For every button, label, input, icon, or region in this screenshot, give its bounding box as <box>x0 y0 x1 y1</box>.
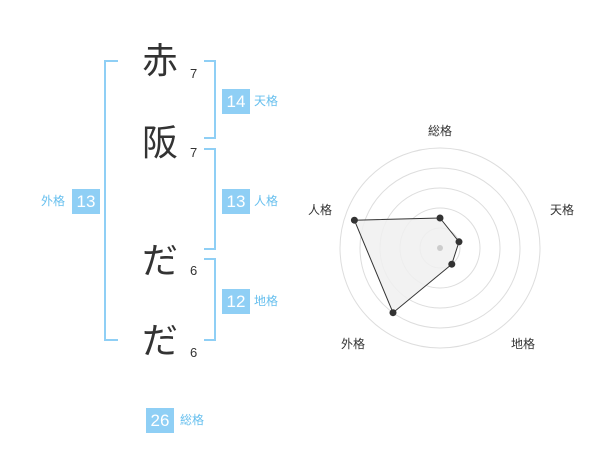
name-char-2: 阪 <box>142 123 179 164</box>
radar-center-dot <box>437 245 443 251</box>
radar-grid <box>339 147 541 349</box>
stroke-count-2: 7 <box>190 145 198 160</box>
stroke-count-4: 6 <box>190 345 198 360</box>
tenkaku-label: 天格 <box>254 94 279 108</box>
soukaku-label: 総格 <box>180 413 205 427</box>
jinkaku-bracket <box>204 148 216 250</box>
radar-axis-label-tenkaku: 天格 <box>550 203 575 217</box>
gaikaku-value: 13 <box>72 189 100 214</box>
radar-area <box>353 217 460 314</box>
radar-point-3 <box>389 309 397 317</box>
gaikaku-bracket <box>104 60 118 341</box>
radar-point-2 <box>448 260 456 268</box>
stroke-count-3: 6 <box>190 263 198 278</box>
radar-point-0 <box>436 214 444 222</box>
radar-ring <box>359 167 521 329</box>
radar-point-4 <box>350 216 358 224</box>
radar-axis-label-soukaku: 総格 <box>428 124 453 138</box>
chikaku-bracket <box>204 258 216 341</box>
stroke-count-1: 7 <box>190 66 198 81</box>
gaikaku-label: 外格 <box>41 194 66 208</box>
radar-ring <box>339 147 541 349</box>
chikaku-value: 12 <box>222 289 250 314</box>
name-char-3: だ <box>142 241 179 282</box>
jinkaku-label: 人格 <box>254 194 279 208</box>
radar-series <box>350 214 463 317</box>
radar-axis-label-chikaku: 地格 <box>511 337 536 351</box>
radar-axis-label-jinkaku: 人格 <box>308 203 333 217</box>
tenkaku-bracket <box>204 60 216 139</box>
name-char-1: 赤 <box>142 41 179 82</box>
radar-point-1 <box>455 238 463 246</box>
radar-axis-label-gaikaku: 外格 <box>341 337 366 351</box>
name-char-4: だ <box>142 321 179 362</box>
soukaku-value: 26 <box>146 408 174 433</box>
chikaku-label: 地格 <box>254 294 279 308</box>
radar-ring <box>419 227 461 269</box>
radar-ring <box>379 187 501 309</box>
tenkaku-value: 14 <box>222 89 250 114</box>
radar-ring <box>399 207 481 289</box>
jinkaku-value: 13 <box>222 189 250 214</box>
